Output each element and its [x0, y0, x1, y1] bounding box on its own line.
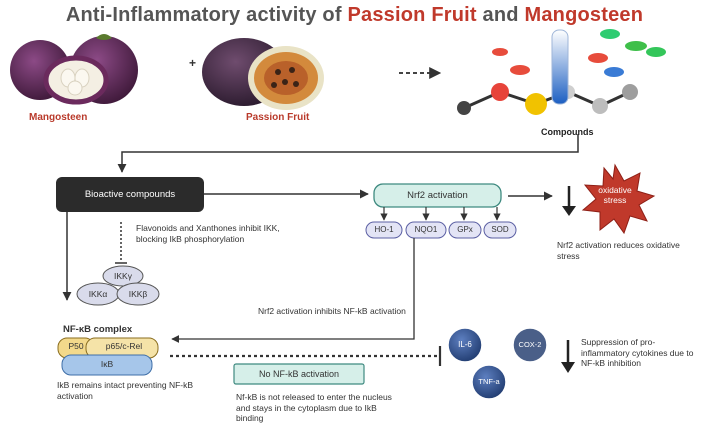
- ikb-shape: [61, 354, 153, 376]
- ikk-beta-shape: [116, 282, 160, 306]
- diagram-title: Anti-Inflammatory activity of Passion Fr…: [0, 4, 709, 27]
- oxidative-stress-line1: oxidative: [598, 185, 632, 195]
- mangosteen-label: Mangosteen: [29, 112, 88, 123]
- nqo1-pill: [405, 221, 447, 239]
- nrf2-box: [373, 183, 502, 208]
- title-part-4: and: [482, 4, 519, 26]
- ikk-gamma-label: IKKγ: [114, 271, 132, 281]
- stress-down-arrow-head: [562, 206, 576, 216]
- ikk-inhibition-note: Flavonoids and Xanthones inhibit IKK, bl…: [136, 223, 280, 244]
- cytokine-down-arrow-head: [561, 362, 575, 373]
- no-nfkb-activation-box: [233, 363, 365, 385]
- ho1-pill: [365, 221, 403, 239]
- title-part-1: Anti-Inflammatory: [65, 4, 241, 26]
- nrf2-inhibits-note: Nrf2 activation inhibits NF-kB activatio…: [258, 306, 406, 316]
- p65-label: p65/c-Rel: [105, 341, 143, 351]
- nqo1-label: NQO1: [414, 225, 438, 234]
- compounds-label: Compounds: [541, 127, 594, 137]
- no-nfkb-activation-label: No NF-kB activation: [258, 369, 340, 379]
- cox2-circle: [512, 327, 548, 363]
- tnfa-label: TNF-a: [478, 377, 500, 386]
- compounds-to-bioactive-arrow: [117, 134, 579, 173]
- bioactive-box: [56, 177, 204, 212]
- nfkb-complex-label: NF-κB complex: [63, 324, 133, 335]
- compounds-image: [457, 29, 666, 115]
- gpx-label: GPx: [457, 225, 473, 234]
- ikb-intact-note: IkB remains intact preventing NF-kB acti…: [57, 380, 194, 401]
- il6-label: IL-6: [458, 340, 472, 349]
- nrf2-inhibits-nfkb-arrow: [171, 238, 415, 343]
- oxidative-stress-star: [581, 163, 656, 235]
- cox2-label: COX-2: [518, 340, 542, 349]
- p50-label: P50: [68, 341, 84, 351]
- ho1-label: HO-1: [374, 225, 394, 234]
- oxidative-stress-label: oxidative stress: [590, 185, 640, 205]
- ikb-label: IκB: [100, 359, 114, 369]
- ikk-alpha-label: IKKα: [88, 289, 108, 299]
- nfkb-not-released-note: Nf-kB is not released to enter the nucle…: [236, 392, 392, 423]
- title-part-5: Mangosteen: [524, 4, 644, 26]
- il6-circle: [447, 327, 483, 363]
- mangosteen-image: [10, 34, 138, 105]
- nrf2-label: Nrf2 activation: [407, 190, 468, 201]
- passion-fruit-label: Passion Fruit: [246, 112, 310, 123]
- ikk-beta-label: IKKβ: [128, 289, 148, 299]
- gpx-pill: [448, 221, 482, 239]
- nrf2-reduces-note: Nrf2 activation reduces oxidative stress: [557, 240, 680, 261]
- bioactive-label: Bioactive compounds: [84, 189, 176, 200]
- title-part-3: Passion Fruit: [347, 4, 477, 26]
- sod-pill: [483, 221, 517, 239]
- passion-fruit-image: [202, 38, 324, 110]
- plus-sign: +: [189, 56, 197, 70]
- oxidative-stress-line2: stress: [603, 195, 627, 205]
- cytokine-suppression-note: Suppression of pro-inflammatory cytokine…: [581, 337, 694, 368]
- title-part-2: activity of: [246, 4, 342, 26]
- tnfa-circle: [471, 364, 507, 400]
- sod-label: SOD: [491, 225, 509, 234]
